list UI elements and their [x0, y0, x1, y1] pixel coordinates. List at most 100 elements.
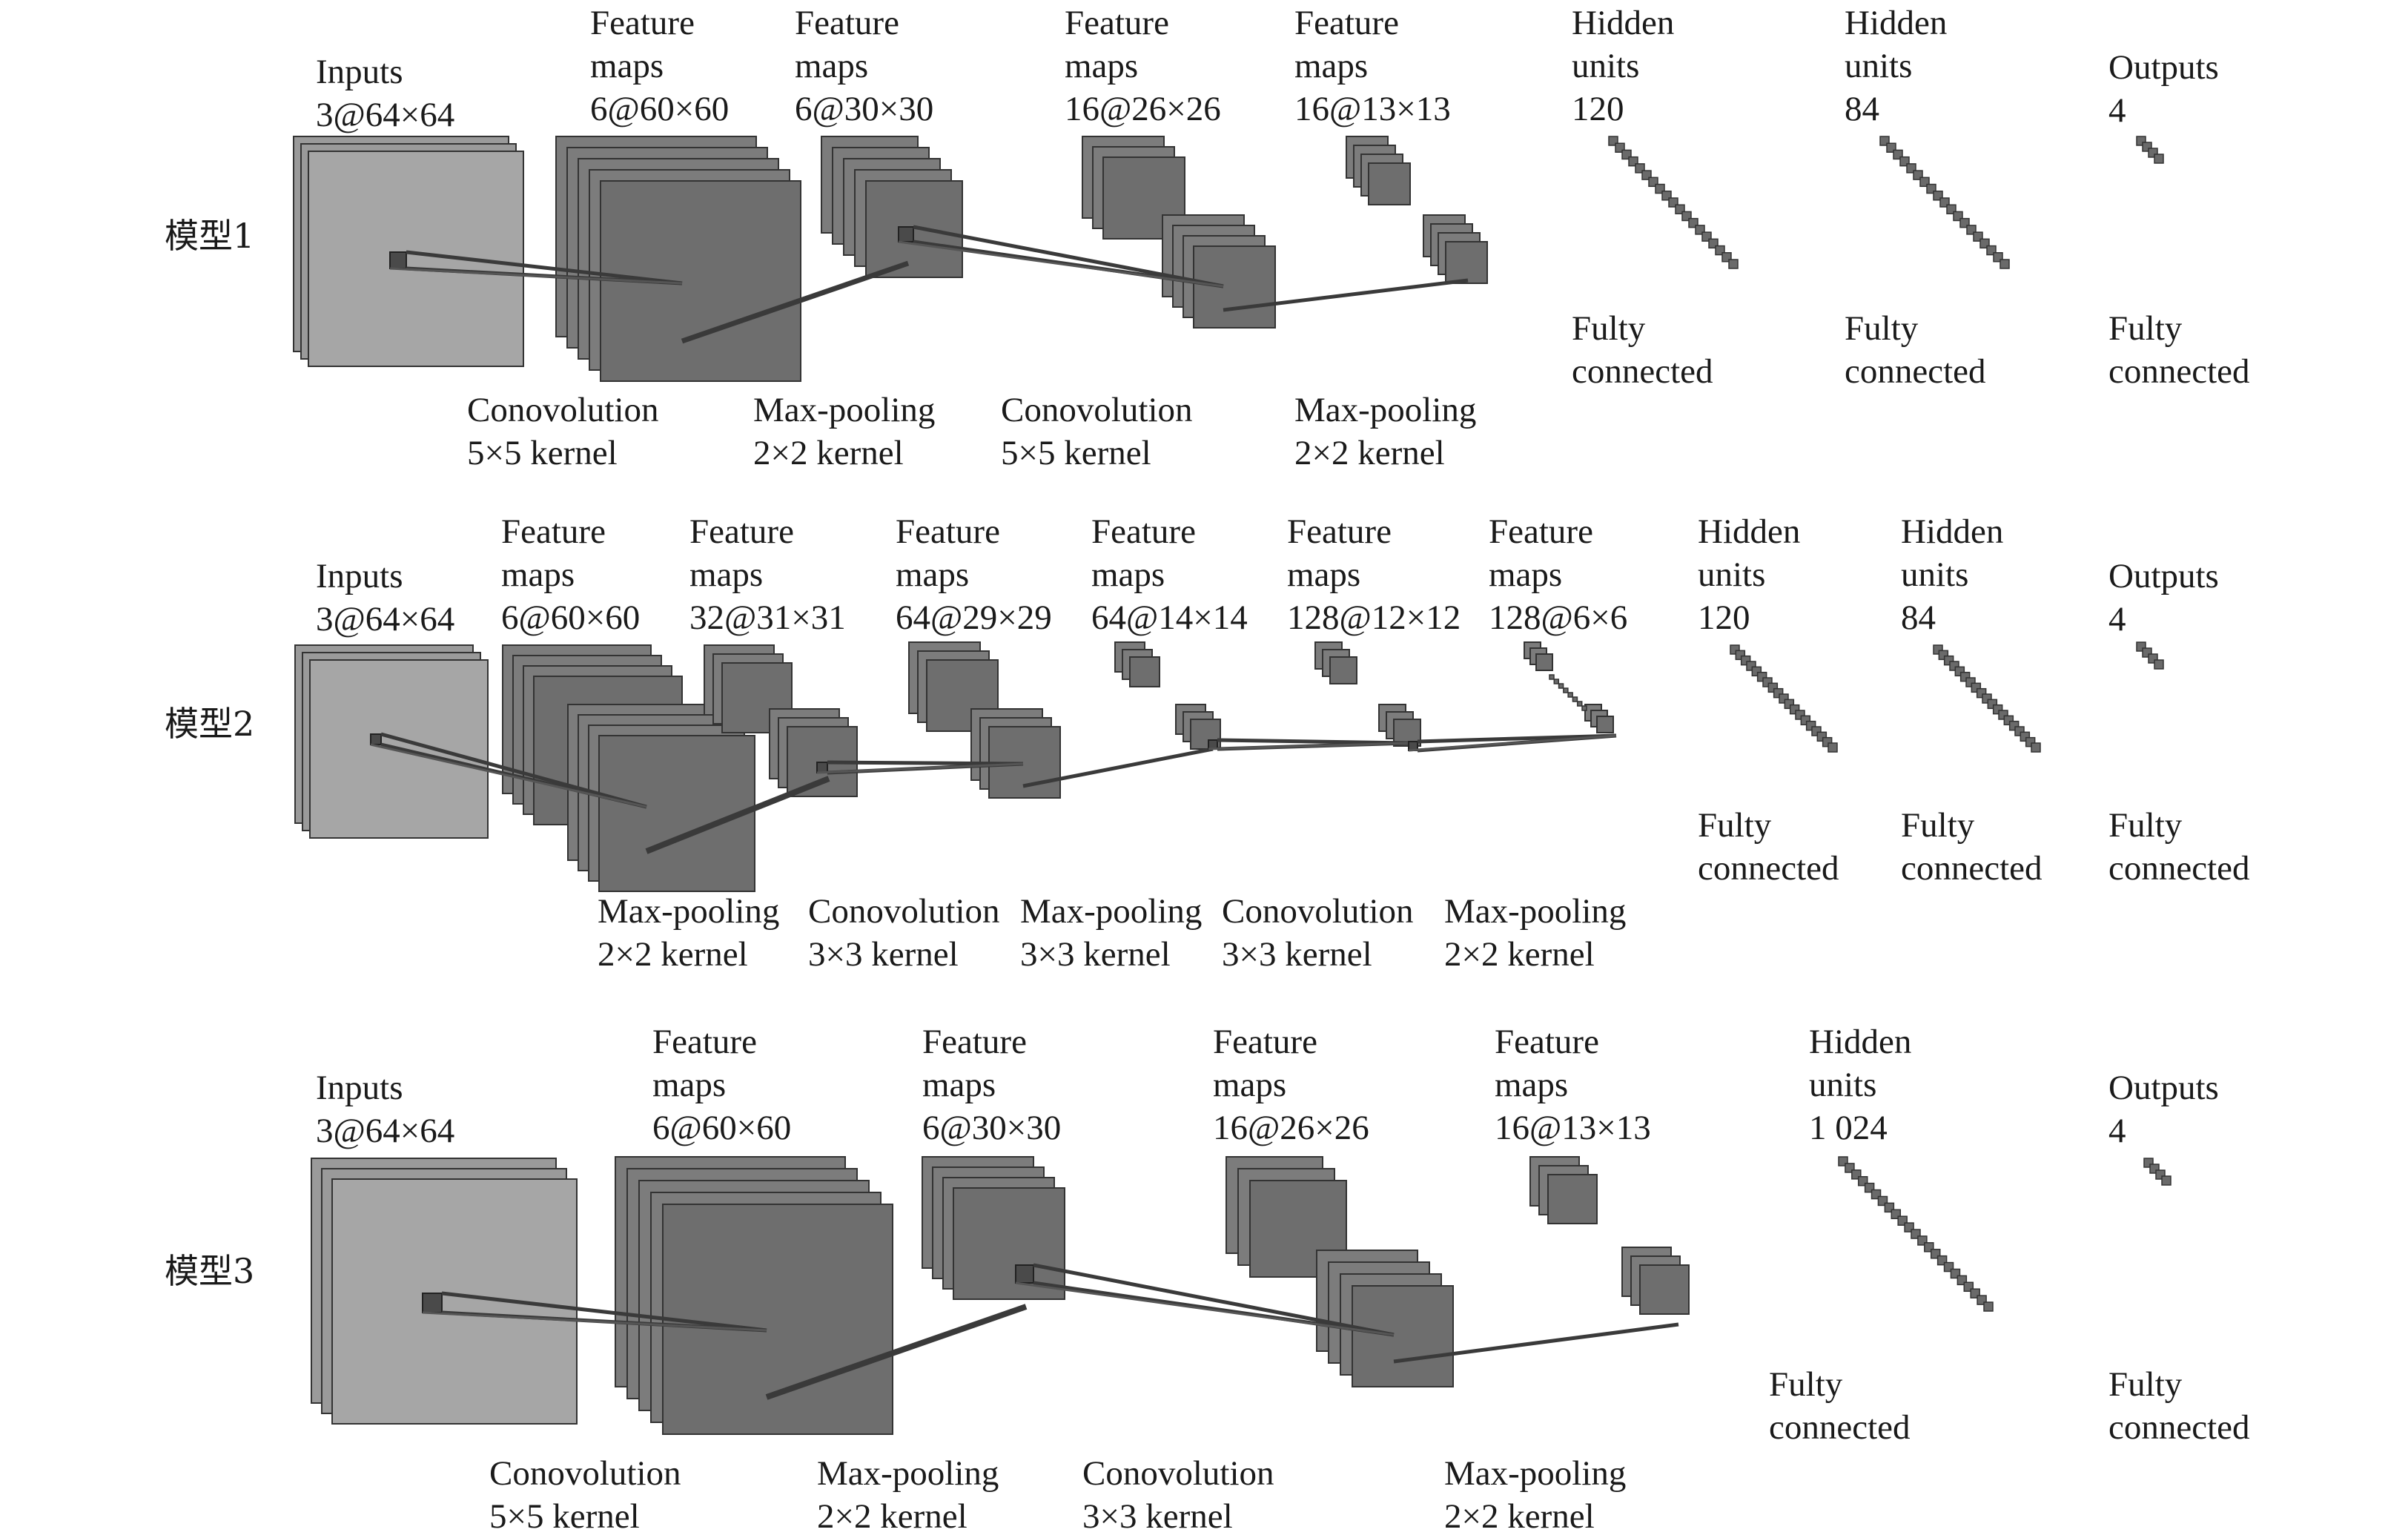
model3-conv2-connector [1015, 1263, 1395, 1337]
model2-pool3-chain-unit [1558, 683, 1564, 689]
model2-conv3-connector [1208, 738, 1409, 751]
model1-hidden1-units [1608, 136, 1739, 269]
model1-top-label-line: Inputs [316, 53, 403, 91]
model2-top-label-line: maps [1091, 555, 1165, 594]
model2-conv1b-maps [567, 704, 755, 892]
model2-top-label-line: 64@14×14 [1091, 598, 1248, 637]
model1-conv2-connector-ray [898, 240, 1224, 288]
model3-hidden-units-unit [1983, 1301, 1994, 1312]
model2-pool3-chain-unit [1572, 696, 1578, 702]
model2-pool3b-maps [1584, 704, 1614, 733]
model3-conv2b-maps-sheet [1352, 1285, 1454, 1387]
model3-top-label-line: Inputs [316, 1069, 403, 1107]
model2-bottom-label-line: connected [1698, 849, 1839, 888]
model2-bottom-label-line: Conovolution [808, 892, 1000, 931]
model2-top-label-line: Outputs [2108, 557, 2219, 595]
model3-conv2-connector-ray [1015, 1281, 1395, 1336]
model1-hidden1-units-unit [1728, 259, 1739, 269]
model2-hidden1-units [1730, 644, 1838, 753]
model3-top-label-line: maps [1495, 1066, 1569, 1104]
model2-top-label-line: 128@6×6 [1489, 598, 1628, 637]
model1-bottom-label-line: Conovolution [467, 391, 659, 429]
model3-bottom-label-line: Fulty [2108, 1365, 2183, 1404]
model3-hidden-units [1838, 1156, 1994, 1312]
model2-bottom-label-line: 3×3 kernel [808, 935, 959, 974]
model1-hidden2-units-unit [2000, 259, 2010, 269]
model3-conv-connector-ray [422, 1311, 767, 1332]
model2-bottom-label: Conovolution 3×3 kernel [1222, 890, 1414, 976]
model3-pool2b-maps [1621, 1247, 1690, 1315]
model2-pool2-maps [1114, 641, 1160, 687]
model3-bottom-label-line: connected [2108, 1408, 2250, 1447]
model1-bottom-label-line: 5×5 kernel [1001, 434, 1151, 472]
model3-top-label-line: Outputs [2108, 1069, 2219, 1107]
model2-top-label-line: maps [501, 555, 575, 594]
model1-output-units [2136, 136, 2164, 164]
model2-conv-connector-kernel [370, 733, 382, 745]
model3-top-label-line: 3@64×64 [316, 1112, 455, 1150]
model3-top-label-line: Feature [922, 1023, 1027, 1061]
model2-output-units-unit [2154, 659, 2164, 670]
model1-pool2-maps [1346, 136, 1411, 205]
model1-bottom-label-line: Fulty [2108, 309, 2183, 348]
model1-top-label-line: Feature [1065, 4, 1169, 42]
model3-conv2-connector-ray [1033, 1263, 1395, 1337]
model2-bottom-label-line: 3×3 kernel [1020, 935, 1171, 974]
model2-top-label-line: Feature [896, 512, 1000, 551]
model1-hidden2-units [1879, 136, 2010, 269]
model2-bottom-label-line: connected [2108, 849, 2250, 888]
model1-bottom-label-line: connected [1845, 352, 1986, 391]
model3-top-label-line: 16@26×26 [1213, 1109, 1369, 1147]
model1-bottom-label-line: 5×5 kernel [467, 434, 618, 472]
model2-top-label-line: maps [689, 555, 764, 594]
model3-conv2-connector-kernel [1015, 1264, 1034, 1284]
model2-bottom-label-line: 3×3 kernel [1222, 935, 1372, 974]
model1-top-label-line: 120 [1572, 90, 1624, 128]
model2-bottom-label-line: Conovolution [1222, 892, 1414, 931]
model3-top-label-line: 1 024 [1809, 1109, 1888, 1147]
model3-pool2b-maps-sheet [1639, 1264, 1690, 1315]
model1-top-label-line: maps [590, 47, 664, 85]
model2-top-label-line: Feature [1287, 512, 1392, 551]
model2-conv-connector [370, 732, 647, 809]
model2-pool3-chain-unit [1581, 705, 1587, 711]
model1-top-label-line: units [1845, 47, 1913, 85]
model2-top-label-line: maps [896, 555, 970, 594]
model1-bottom-label-line: Conovolution [1001, 391, 1193, 429]
model2-top-label-line: 120 [1698, 598, 1750, 637]
model1-row-label: 模型1 [165, 216, 255, 256]
model3-top-label-line: 16@13×13 [1495, 1109, 1651, 1147]
model2-bottom-label-line: 2×2 kernel [598, 935, 748, 974]
model3-bottom-label-line: 3×3 kernel [1082, 1497, 1233, 1536]
model3-top-label-line: Feature [1495, 1023, 1599, 1061]
model1-input-maps-sheet [308, 151, 524, 367]
model3-pool2-maps-sheet [1547, 1174, 1598, 1224]
model2-pool2-connector [1022, 747, 1214, 788]
model2-conv4-connector-ray [1408, 734, 1617, 752]
model2-top-label-line: units [1698, 555, 1766, 594]
model2-bottom-label-line: Fulty [1901, 806, 1975, 845]
model2-input-maps-sheet [309, 659, 489, 839]
model2-conv2-connector-ray [816, 762, 1024, 774]
model2-top-label-line: 6@60×60 [501, 598, 641, 637]
model1-pool1-maps [821, 136, 963, 278]
model2-row-label: 模型2 [165, 704, 255, 744]
model2-conv3-connector-ray [1208, 742, 1409, 750]
model3-bottom-label-line: 2×2 kernel [817, 1497, 968, 1536]
model3-conv-connector [422, 1291, 767, 1333]
